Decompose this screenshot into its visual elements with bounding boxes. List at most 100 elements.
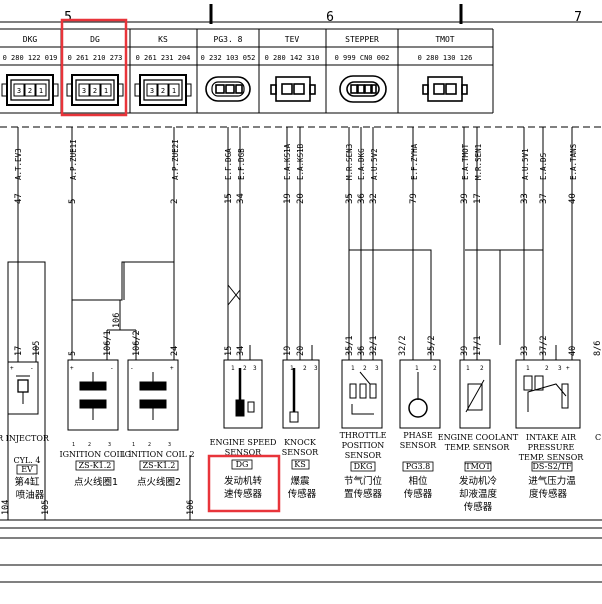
wire-number: 32/2 [398, 336, 408, 356]
speed-sensor-icon [235, 368, 255, 417]
wire-number: 39 [460, 193, 470, 204]
knock-label: KNOCK [284, 438, 317, 447]
signal-label: E.F.ZYHA [410, 143, 419, 180]
injector-label: R INJECTOR [0, 434, 50, 443]
speed-cn: 发动机转 [224, 475, 263, 487]
injector-cn2: 喷油器 [16, 489, 45, 501]
phase-sensor-icon [408, 372, 428, 418]
phase-code: PG3.8 [406, 462, 431, 471]
wire-number: 17 [473, 193, 483, 204]
connector-pin: 1 [39, 87, 43, 95]
column-number: 6 [326, 10, 334, 25]
signal-labels: A.T.EV3 A.P.ZUE1I A.P.ZUE2I E.F.DGA E.F.… [14, 139, 578, 180]
signal-label: E.A.TMOT [461, 143, 470, 180]
pin-label: 2 [303, 365, 307, 372]
intake-code: DS-S2/TF [532, 462, 571, 471]
wire-number: 35/1 [345, 336, 355, 356]
pin-label: 2 [480, 365, 484, 372]
coil2-label: IGNITION COIL 2 [121, 450, 194, 459]
pin-label: 2 [545, 365, 549, 372]
pin-label: + [566, 365, 570, 372]
connector-pin: 3 [150, 87, 154, 95]
phase-label: PHASE [403, 431, 433, 440]
coil2-cn: 点火线圈2 [137, 476, 181, 488]
wire-number: 105 [41, 500, 51, 515]
phase-cn: 相位 [408, 475, 428, 487]
injector-icon [16, 375, 30, 404]
pin-label: 1 [351, 365, 355, 372]
signal-label: A.U.5V2 [370, 148, 379, 180]
coolant-cn2: 却液温度 [459, 488, 498, 500]
phase-sensor-wiring [399, 345, 441, 429]
pin-label: 3 [375, 365, 379, 372]
wire-number: 20 [296, 346, 306, 356]
wire-number: 2 [170, 199, 180, 204]
injector-coil-wiring [7, 261, 191, 520]
injector-cn: 第4缸 [14, 476, 40, 488]
pin-label: 1 [290, 365, 294, 372]
pin-label: 2 [243, 365, 247, 372]
wire-number: 40 [568, 193, 578, 204]
pin-label: 3 [314, 365, 318, 372]
pin-label: 2 [88, 442, 91, 448]
pin-markers: 1 2 3 1 2 3 1 2 3 1 2 1 2 1 2 3 + + - + … [10, 365, 570, 372]
wire-number: 33 [520, 193, 530, 204]
coolant-cn3: 传感器 [464, 501, 493, 513]
signal-label: A.P.ZUE1I [69, 139, 78, 180]
knock-cn2: 传感器 [288, 488, 317, 500]
speed-cn2: 速传感器 [224, 488, 263, 500]
pin-label: 1 [72, 442, 75, 448]
speed-sensor-wiring [223, 284, 263, 429]
dg-highlight-box [60, 18, 128, 117]
throttle-label-3: SENSOR [345, 451, 382, 460]
wire-number: 104 [1, 500, 11, 515]
wire-number: 33 [520, 346, 530, 356]
component-code: PG3. 8 [214, 35, 243, 44]
injector-code: EV [21, 465, 33, 474]
throttle-label-2: POSITION [342, 441, 385, 450]
coil-pin-markers: 1 2 3 1 2 3 [72, 442, 171, 448]
wire-number: 5 [68, 351, 78, 356]
component-parts: 0 280 122 019 0 261 210 273 0 261 231 20… [3, 54, 473, 62]
wire-number: 32/1 [369, 336, 379, 356]
component-code: TMOT [435, 35, 454, 44]
connector-pin: 3 [82, 87, 86, 95]
signal-label: E.A.TANS [569, 143, 578, 180]
wire-number: 35 [345, 193, 355, 204]
wire-number: 37/2 [539, 336, 549, 356]
coolant-label: ENGINE COOLANT [438, 433, 519, 442]
pin-label: + [70, 365, 74, 372]
knock-cn: 爆震 [290, 475, 310, 487]
speed-sensor-highlight [207, 454, 281, 513]
pin-label: 2 [148, 442, 151, 448]
pin-label: 1 [231, 365, 235, 372]
phase-cn2: 传感器 [404, 488, 433, 500]
coolant-label-2: TEMP. SENSOR [445, 443, 511, 452]
connector-pin: 2 [28, 87, 32, 95]
component-code: DKG [23, 35, 38, 44]
pin-label: - [30, 365, 34, 372]
pin-label: 2 [363, 365, 367, 372]
speed-label-2: SENSOR [225, 448, 262, 457]
pin-label: 3 [558, 365, 562, 372]
pin-label: + [170, 365, 174, 372]
coil1-cn: 点火线圈1 [74, 476, 118, 488]
part-number: 0 261 210 273 [68, 54, 123, 62]
part-number: 0 280 130 126 [418, 54, 473, 62]
wire-number: 36 [357, 193, 367, 204]
wire-number: 40 [568, 346, 578, 356]
wire-number: 34 [236, 193, 246, 204]
component-codes: DKG DG KS PG3. 8 TEV STEPPER TMOT [23, 35, 455, 44]
knock-code: KS [294, 460, 305, 469]
wire-number: 19 [283, 346, 293, 356]
connector-ks-icon [134, 74, 192, 106]
coil1-label: IGNITION COIL 1 [59, 450, 132, 459]
coil2-code: ZS-K1.2 [143, 461, 176, 470]
wire-number: 5 [68, 199, 78, 204]
wire-number: 106/2 [132, 330, 142, 356]
edge-label: C [595, 433, 601, 442]
wire-number: 37 [539, 193, 549, 204]
speed-label: ENGINE SPEED [210, 438, 277, 447]
part-number: 0 232 103 052 [201, 54, 256, 62]
part-number: 0 280 142 310 [265, 54, 320, 62]
